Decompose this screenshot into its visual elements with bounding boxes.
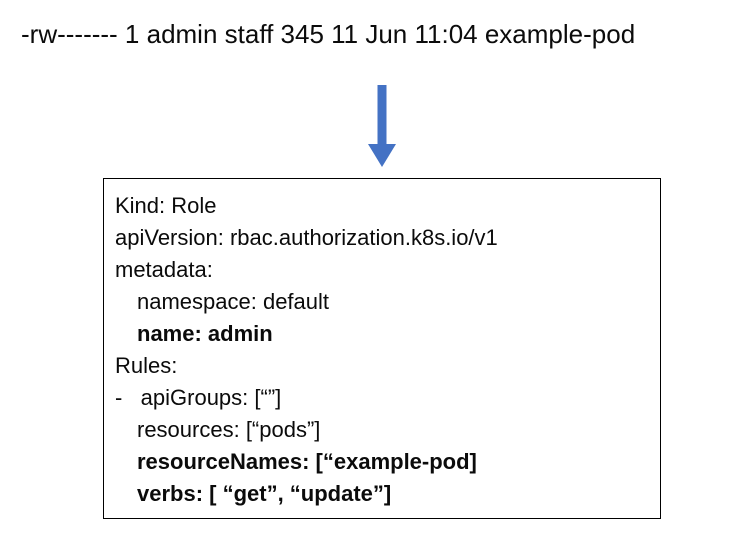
- yaml-line: - apiGroups: [“”]: [115, 385, 282, 410]
- yaml-line: resourceNames: [“example-pod]: [137, 449, 477, 474]
- yaml-line: name: admin: [137, 321, 273, 346]
- yaml-line: metadata:: [115, 257, 213, 282]
- down-arrow-shaft: [377, 85, 387, 146]
- file-listing-text: -rw------- 1 admin staff 345 11 Jun 11:0…: [21, 19, 636, 49]
- yaml-line: namespace: default: [137, 289, 330, 314]
- yaml-line: apiVersion: rbac.authorization.k8s.io/v1: [115, 225, 498, 250]
- yaml-line: resources: [“pods”]: [137, 417, 321, 442]
- yaml-line: verbs: [ “get”, “update”]: [137, 481, 392, 506]
- down-arrow-icon: [367, 85, 397, 167]
- yaml-line: Kind: Role: [115, 193, 217, 218]
- yaml-line: Rules:: [115, 353, 178, 378]
- yaml-box: Kind: Role apiVersion: rbac.authorization…: [103, 178, 661, 519]
- down-arrow-head: [368, 144, 396, 167]
